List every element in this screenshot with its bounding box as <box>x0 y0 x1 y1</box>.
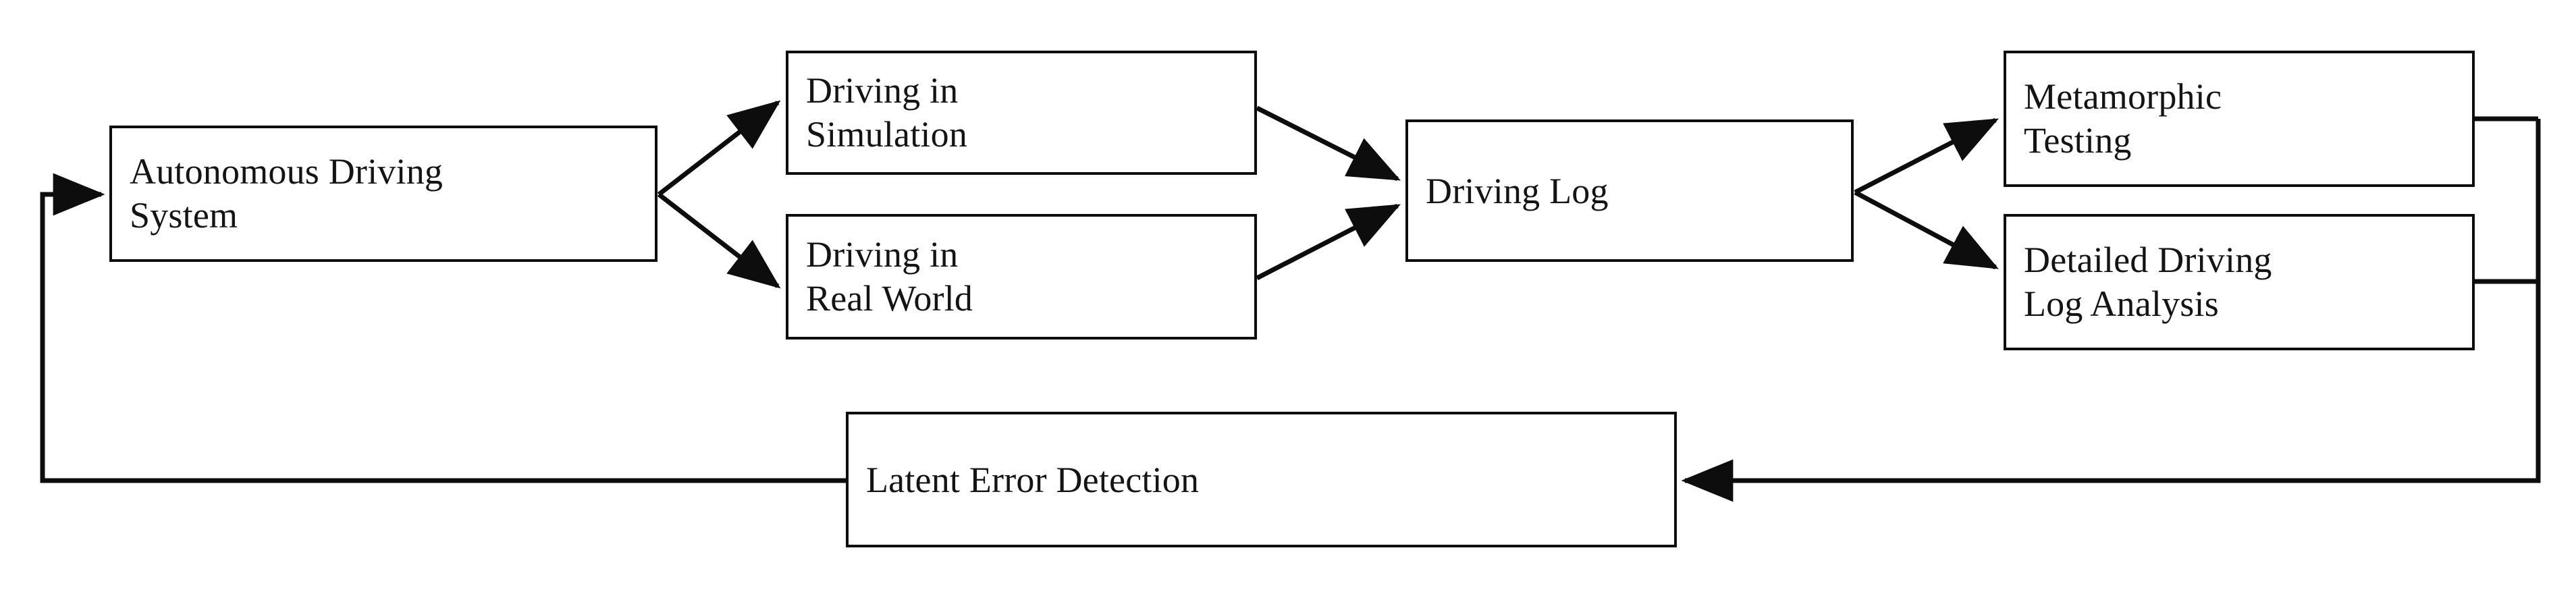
node-detailed-driving-log-analysis[interactable]: Detailed Driving Log Analysis <box>2004 214 2475 350</box>
node-driving-in-real-world[interactable]: Driving in Real World <box>786 214 1257 340</box>
node-label-driving-in-real-world: Driving in Real World <box>806 234 973 319</box>
node-label-detailed-driving-log-analysis: Detailed Driving Log Analysis <box>2024 240 2272 324</box>
node-label-metamorphic-testing: Metamorphic Testing <box>2024 76 2222 161</box>
node-label-driving-in-simulation: Driving in Simulation <box>806 70 968 155</box>
node-autonomous-driving-system[interactable]: Autonomous Driving System <box>109 126 658 262</box>
edge-simulation-to-driving-log <box>1256 105 1401 182</box>
node-latent-error-detection[interactable]: Latent Error Detection <box>846 412 1677 547</box>
edge-driving-log-to-metamorphic-testing <box>1854 117 1999 195</box>
node-label-latent-error-detection: Latent Error Detection <box>866 459 1200 500</box>
node-driving-log[interactable]: Driving Log <box>1405 119 1854 262</box>
edge-bus-to-latent-error-detection <box>1681 119 2541 502</box>
node-metamorphic-testing[interactable]: Metamorphic Testing <box>2004 51 2475 187</box>
edge-real-world-to-driving-log <box>1256 203 1401 281</box>
edge-ads-to-real-world <box>657 192 781 289</box>
edge-ads-to-simulation <box>657 100 781 196</box>
edge-latent-error-detection-to-ads <box>40 173 846 483</box>
node-driving-in-simulation[interactable]: Driving in Simulation <box>786 51 1257 175</box>
node-label-driving-log: Driving Log <box>1426 170 1609 211</box>
node-label-autonomous-driving-system: Autonomous Driving System <box>130 151 444 236</box>
edge-driving-log-to-detailed-analysis <box>1854 190 1999 270</box>
